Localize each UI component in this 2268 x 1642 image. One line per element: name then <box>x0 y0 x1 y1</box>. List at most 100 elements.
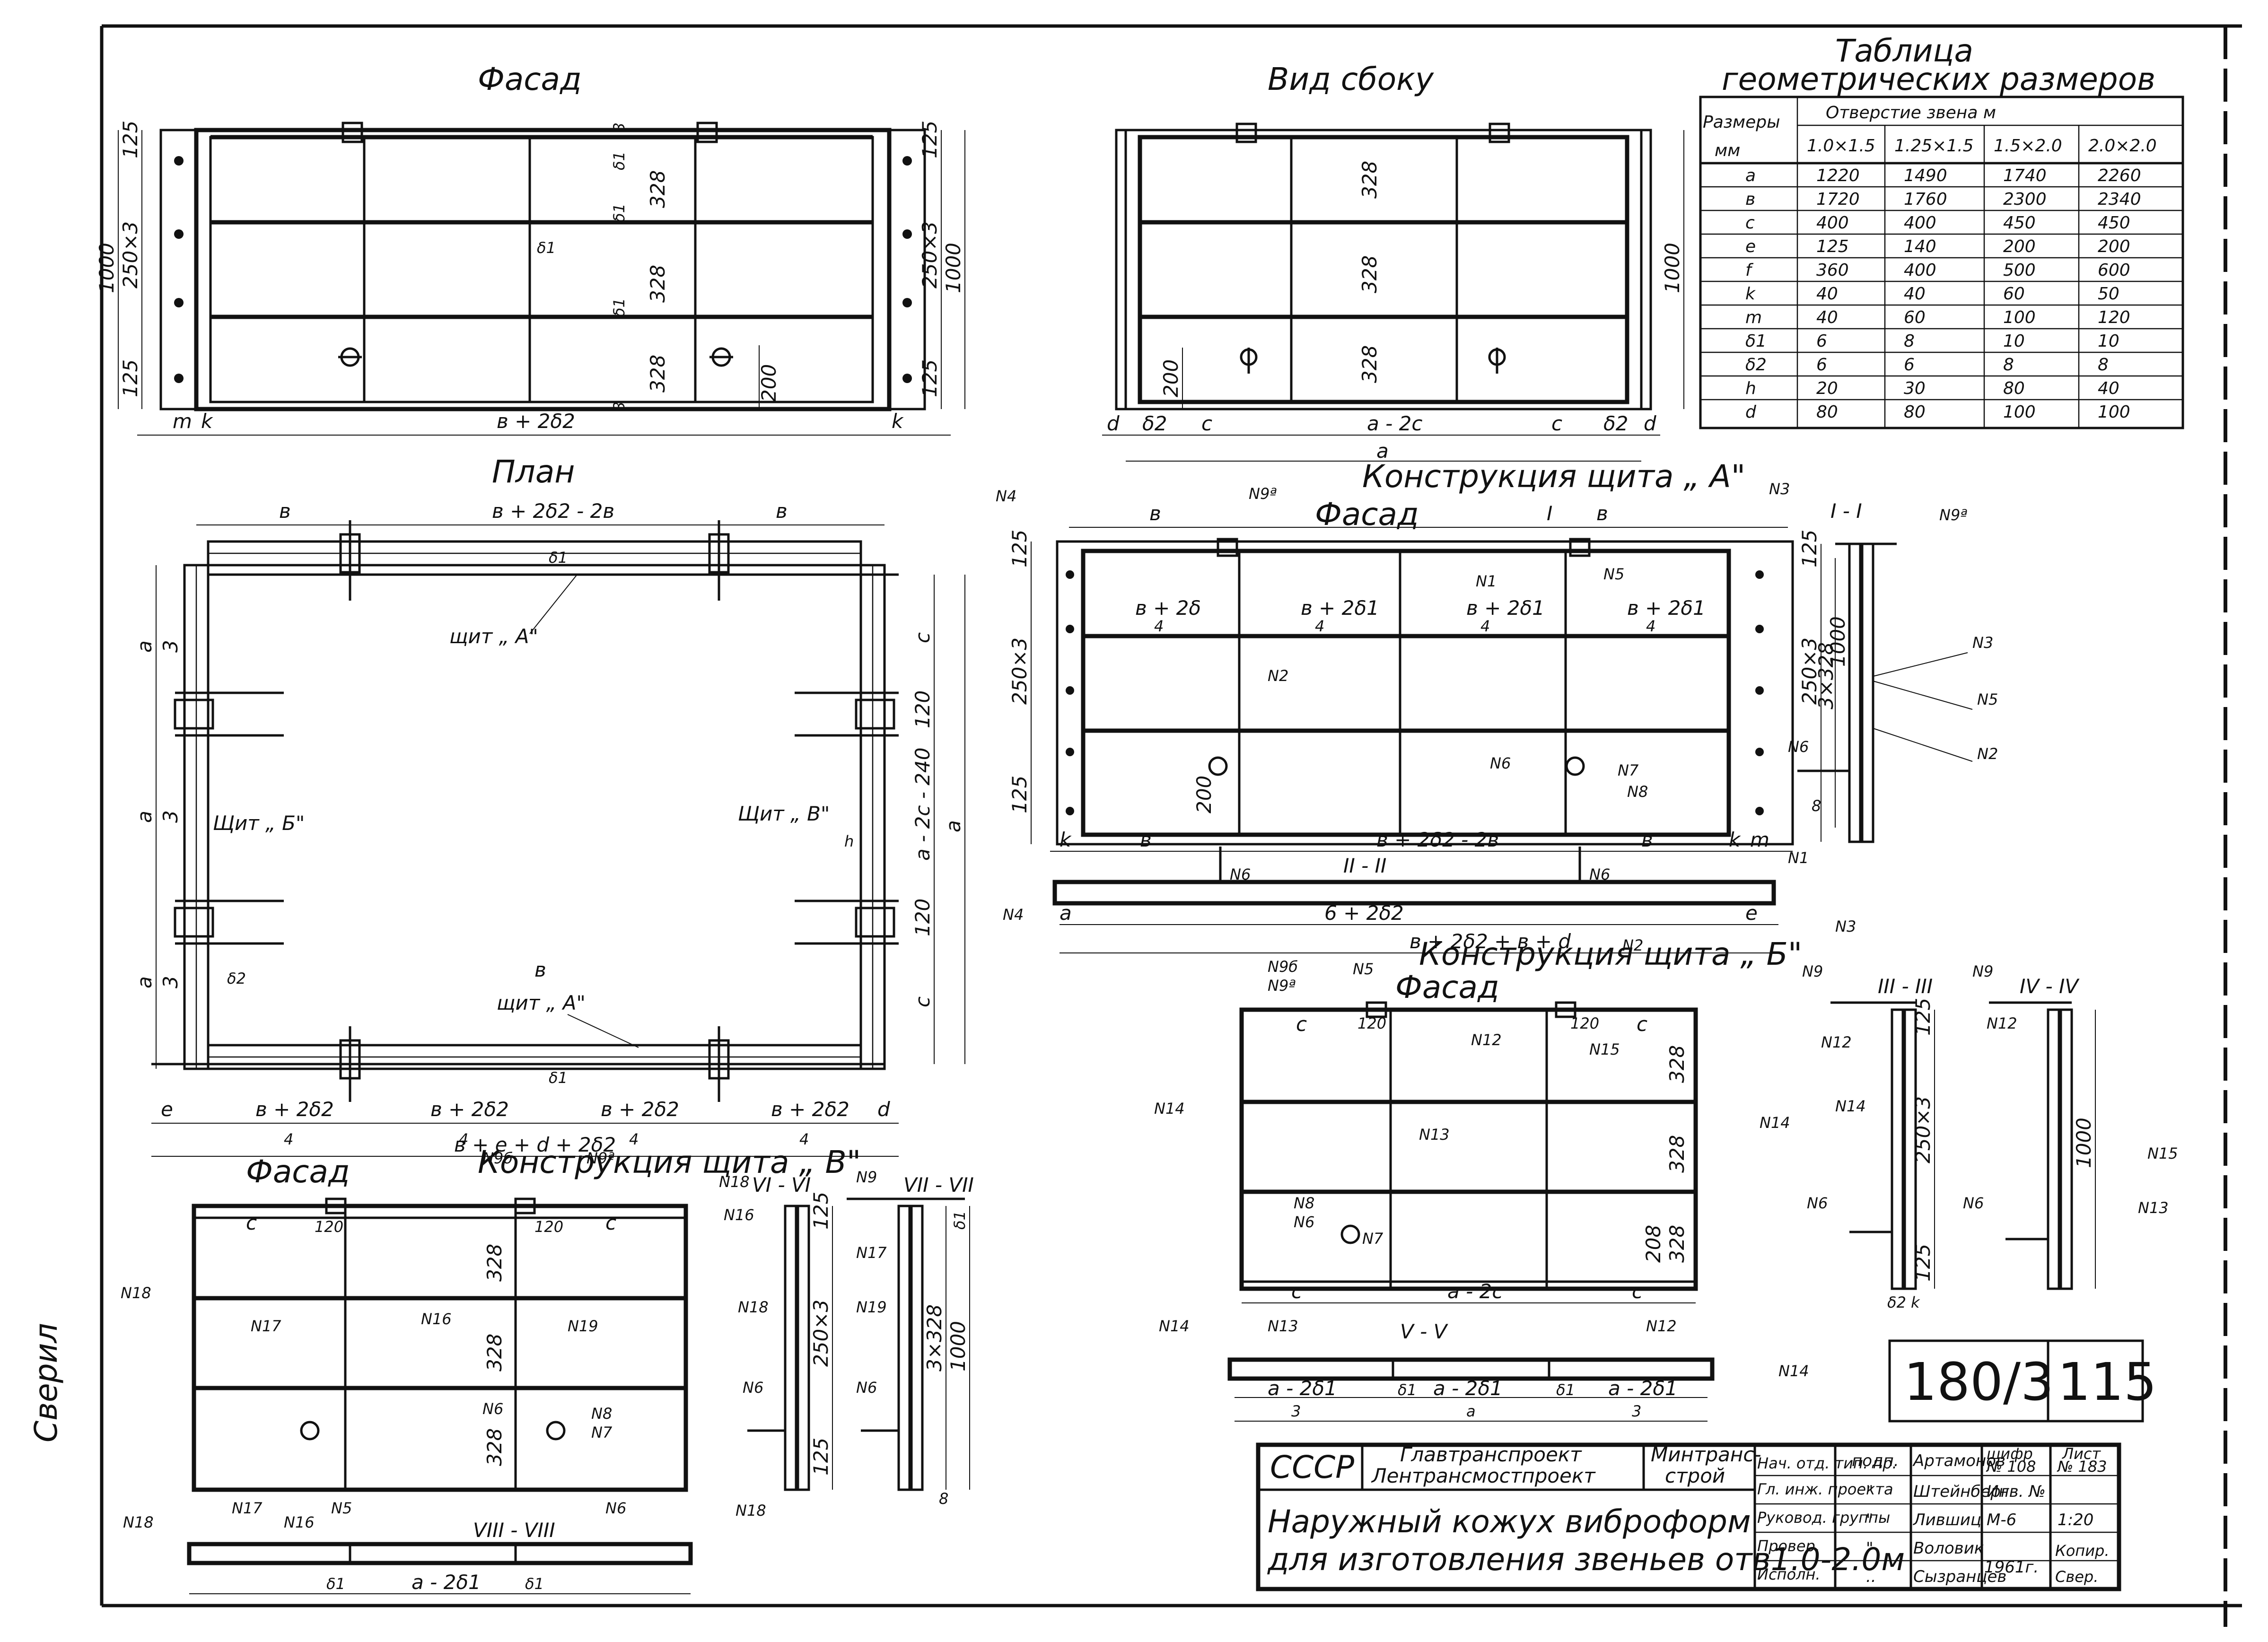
side-bottom-main: a - 2c <box>1367 412 1422 435</box>
shield-a-mark-5: N2 <box>1268 667 1288 685</box>
shield-v-cell-1: 120 <box>315 1218 343 1236</box>
table-col-header: Размеры <box>1703 113 1780 132</box>
shield-b-iv-mark-3: N13 <box>2138 1199 2169 1217</box>
table-cell-7-4: 10 <box>2098 332 2119 351</box>
shield-b-v-4: a - 2δ1 <box>1608 1377 1678 1400</box>
side-dim-1000: 1000 <box>1661 243 1684 293</box>
shield-v-vii-mark-0: N9 <box>856 1168 877 1186</box>
shield-b-iii-dim-0: 125 <box>1911 998 1935 1036</box>
facade-dim-right-1: 250×3 <box>918 221 941 288</box>
table-cell-0-1: 1220 <box>1816 166 1860 185</box>
shield-v-vii-dim-1: 1000 <box>946 1321 970 1371</box>
stamp-sheet: № 183 <box>2057 1458 2107 1476</box>
margin-note: Сверил <box>28 1323 64 1442</box>
shield-v-section-vii: VII - VII <box>903 1173 974 1197</box>
stamp-role-0: Нач. отд. тип. пр. <box>1757 1454 1897 1472</box>
shield-b-mark-2: N12 <box>1471 1031 1502 1049</box>
table-cell-7-1: 6 <box>1816 332 1827 351</box>
stamp-copy-value: Свер. <box>2055 1568 2098 1586</box>
shield-a-top-0: в <box>1149 502 1161 525</box>
plan-center-label: в <box>534 958 546 981</box>
shield-a-mark-6: N6 <box>1490 754 1511 772</box>
shield-b-mark-5: N14 <box>1760 1114 1790 1132</box>
shield-v-section-vi: VI - VI <box>752 1173 811 1197</box>
stamp-sig-1: " <box>1866 1511 1874 1529</box>
plan-title: План <box>492 454 575 490</box>
shield-v-title: Конструкция щита „ В" <box>478 1144 861 1180</box>
shield-a-mark-8: N8 <box>1627 783 1648 801</box>
shield-a-den-0: 4 <box>1154 617 1164 635</box>
shield-b-facade: Фасад <box>1395 969 1499 1005</box>
table-cell-1-2: 1760 <box>1904 190 1947 209</box>
plan-delta-top: δ1 <box>549 549 568 567</box>
shield-b-iii-mark-1: N12 <box>1821 1033 1852 1051</box>
plan-right-1: 120 <box>911 690 934 728</box>
plan-top-2: в <box>776 499 788 523</box>
stamp-role-3: Провер. <box>1757 1537 1820 1555</box>
plan-right-3: 120 <box>911 899 934 936</box>
table-cell-1-4: 2340 <box>2098 190 2141 209</box>
shield-v-facade: Фасад <box>246 1153 350 1190</box>
table-cell-1-0: в <box>1745 190 1755 209</box>
shield-b-v-den-0: 3 <box>1291 1402 1301 1420</box>
side-bottom-d: d <box>1107 412 1120 435</box>
plan-bottom-den-3: 4 <box>799 1130 809 1148</box>
plan-delta2: δ2 <box>227 969 246 987</box>
shield-v-vii-mark-3: N6 <box>856 1379 877 1397</box>
table-cell-4-4: 600 <box>2098 261 2130 280</box>
shield-a-ii-dim-1: 6 + 2δ2 <box>1324 901 1404 925</box>
shield-b-v-0: a - 2δ1 <box>1268 1377 1337 1400</box>
facade-dim-200: 200 <box>757 364 780 402</box>
side-view: Вид сбоку 328 328 328 1000 200 d δ2 c a … <box>1102 61 1684 463</box>
shield-v-viii-mark-4: N6 <box>605 1499 626 1517</box>
plan-top-0: в <box>279 499 291 523</box>
shield-b-mark-6: N13 <box>1419 1126 1450 1144</box>
shield-a-i-mark-2: N5 <box>1977 690 1998 708</box>
shield-a-mark-2: N3 <box>1769 480 1790 498</box>
table-col-unit: мм <box>1715 141 1740 160</box>
table-cell-6-1: 40 <box>1816 308 1838 327</box>
shield-a-bottom-k: k <box>1060 828 1072 851</box>
facade-bottom-main: в + 2δ2 <box>497 410 575 433</box>
plan-right-4: c <box>911 996 934 1007</box>
shield-v-mark-8: N7 <box>591 1424 613 1441</box>
shield-a-bottom-2: в + 2δ2 - 2в <box>1376 828 1499 851</box>
shield-v-vii-mark-2: N19 <box>856 1298 887 1316</box>
plan-bottom-3: в + 2δ2 <box>601 1098 679 1121</box>
shield-v-mark-1: N9ª <box>587 1149 614 1167</box>
shield-b-iv-dim-0: 1000 <box>2072 1118 2095 1168</box>
shield-a-i-dim-1: 250×3 <box>1798 638 1821 705</box>
geometry-table: Таблица геометрических размеров Размеры … <box>1699 33 2184 429</box>
shield-a-bottom-m: m <box>1750 828 1769 851</box>
shield-a-i-dim-4: 8 <box>1812 797 1821 815</box>
plan-shield-a-bottom: щит „ А" <box>497 991 586 1014</box>
sheet-number-box: 180/3 115 <box>1888 1339 2157 1423</box>
side-panel-h-1: 328 <box>1358 255 1381 293</box>
facade-delta-0: δ1 <box>610 151 628 170</box>
shield-v-vi-mark-1: N16 <box>724 1206 754 1224</box>
shield-a-i-mark-3: N2 <box>1977 745 1998 763</box>
shield-b-section-v: V - V <box>1400 1320 1449 1343</box>
table-cell-6-2: 60 <box>1904 308 1926 327</box>
shield-b-cell-1: 120 <box>1357 1014 1386 1032</box>
stamp-inv-label: Инв. № <box>1987 1482 2046 1501</box>
shield-a-i-mark-1: N3 <box>1972 634 1993 652</box>
shield-b-bottom-0: c <box>1291 1280 1302 1303</box>
shield-b-cell-3: 120 <box>1570 1014 1599 1032</box>
table-cell-2-2: 400 <box>1904 213 1936 233</box>
plan-bottom-e: e <box>161 1098 173 1121</box>
shield-b-iv-mark-0: N9 <box>1972 962 1993 980</box>
facade-bottom-k: k <box>201 410 213 433</box>
table-column-0: 1.0×1.5 <box>1807 136 1875 156</box>
stamp-name-2: Лившиц <box>1912 1511 1981 1529</box>
stamp-name-0: Артамонов <box>1912 1451 2005 1470</box>
shield-a-dim-left-0: 125 <box>1008 530 1031 568</box>
shield-b-v-2: a - 2δ1 <box>1433 1377 1503 1400</box>
shield-a-title: Конструкция щита „ А" <box>1362 458 1745 495</box>
shield-v-viii-mark-1: N17 <box>232 1499 263 1517</box>
shield-v-mark-6: N6 <box>482 1400 503 1418</box>
table-cell-9-3: 80 <box>2003 379 2025 398</box>
table-cell-2-0: c <box>1745 213 1755 233</box>
shield-b-section-iv: IV - IV <box>2020 975 2080 998</box>
shield-v-vi-mark-0: N18 <box>719 1173 750 1191</box>
